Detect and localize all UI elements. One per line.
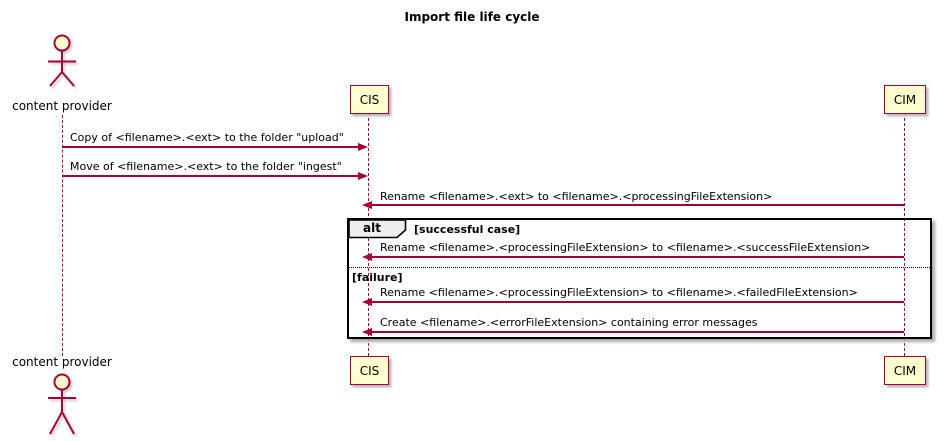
arrowhead-right-icon — [358, 143, 368, 151]
actor-icon — [48, 373, 76, 435]
alt-frame: alt [successful case] [failure] — [347, 218, 932, 339]
arrowhead-left-icon — [362, 328, 372, 336]
lifeline-content-provider — [62, 115, 63, 356]
actor-label: content provider — [12, 355, 112, 369]
arrowhead-left-icon — [362, 201, 372, 209]
message-label: Rename <filename>.<processingFileExtensi… — [380, 241, 871, 254]
arrowhead-left-icon — [362, 253, 372, 261]
message-arrow — [62, 146, 359, 148]
alt-operator-pentagon — [348, 219, 407, 239]
message-label: Rename <filename>.<ext> to <filename>.<p… — [380, 190, 773, 203]
participant-cis-top: CIS — [350, 85, 389, 114]
message-arrow — [371, 301, 904, 303]
message-arrow — [371, 331, 904, 333]
message-arrow — [371, 256, 904, 258]
alt-operator-label: alt — [363, 221, 381, 235]
actor-label: content provider — [12, 99, 112, 113]
message-arrow — [62, 175, 359, 177]
participant-cim-top: CIM — [884, 85, 926, 114]
participant-cim-bottom: CIM — [884, 356, 926, 385]
message-label: Copy of <filename>.<ext> to the folder "… — [70, 131, 344, 144]
message-arrow — [371, 204, 904, 206]
diagram-title: Import file life cycle — [404, 10, 540, 24]
message-label: Create <filename>.<errorFileExtension> c… — [380, 316, 758, 329]
message-label: Move of <filename>.<ext> to the folder "… — [70, 160, 342, 173]
message-label: Rename <filename>.<processingFileExtensi… — [380, 286, 858, 299]
participant-cis-bottom: CIS — [350, 356, 389, 385]
alt-condition-success: [successful case] — [414, 223, 521, 236]
actor-icon — [48, 34, 76, 87]
arrowhead-right-icon — [358, 172, 368, 180]
lifeline-cim — [904, 113, 905, 356]
alt-section-divider — [349, 267, 930, 268]
arrowhead-left-icon — [362, 298, 372, 306]
alt-condition-failure: [failure] — [352, 271, 403, 284]
